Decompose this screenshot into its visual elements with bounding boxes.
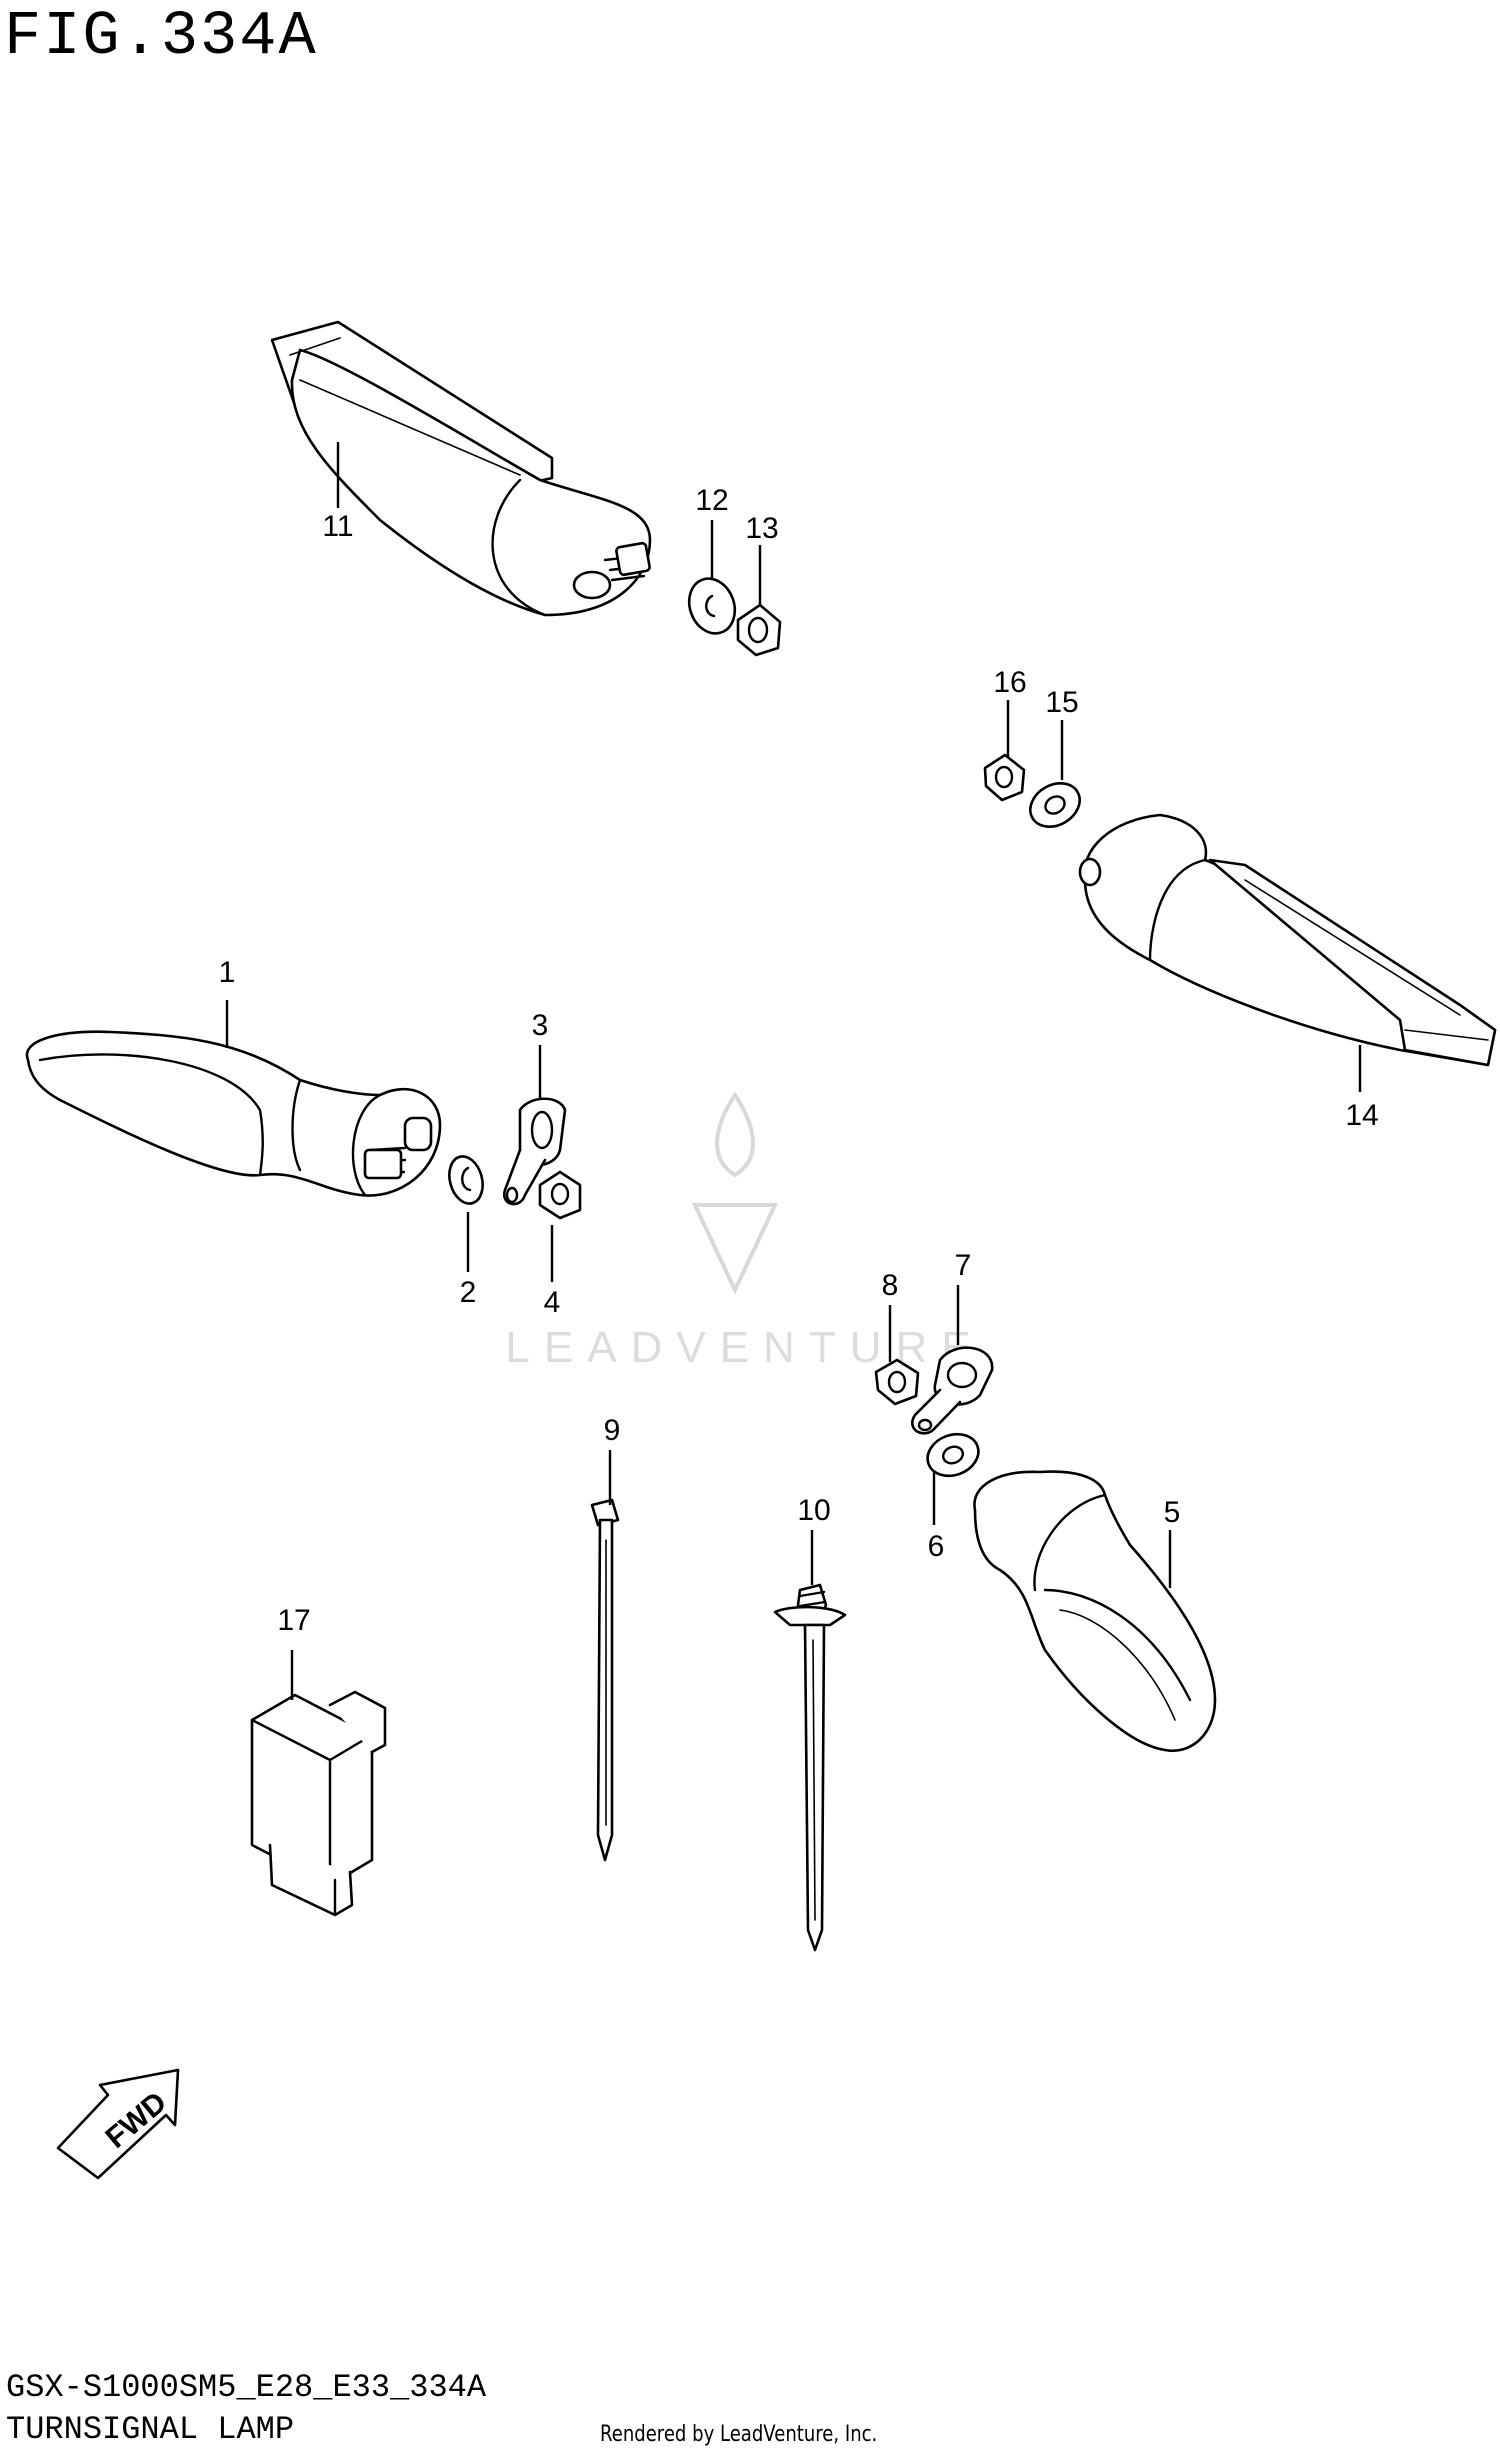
part-17-turnsignal-relay[interactable] — [250, 1690, 387, 1917]
callout-8: 8 — [882, 1269, 899, 1302]
callout-2: 2 — [460, 1276, 477, 1309]
part-8-nut[interactable] — [874, 1358, 920, 1406]
figure-title: FIG.334A — [4, 1, 318, 72]
callout-1: 1 — [219, 956, 236, 989]
part-12-washer[interactable] — [682, 572, 742, 640]
callout-5: 5 — [1164, 1496, 1181, 1529]
section-name: TURNSIGNAL LAMP — [6, 2411, 295, 2448]
leader-lines — [225, 442, 1362, 1700]
part-5-turnsignal-front-right[interactable] — [973, 1470, 1217, 1753]
part-2-washer[interactable] — [444, 1153, 487, 1208]
callout-16: 16 — [993, 666, 1026, 699]
part-15-washer[interactable] — [1022, 775, 1087, 836]
callout-7: 7 — [955, 1249, 972, 1282]
part-16-nut[interactable] — [983, 753, 1026, 802]
callout-14: 14 — [1345, 1099, 1378, 1132]
callout-10: 10 — [797, 1494, 830, 1527]
callout-11: 11 — [322, 510, 353, 543]
part-10-clip-tie[interactable] — [773, 1583, 847, 1952]
callout-4: 4 — [544, 1286, 561, 1319]
callout-3: 3 — [532, 1009, 549, 1042]
callout-12: 12 — [695, 484, 728, 517]
model-code: GSX-S1000SM5_E28_E33_334A — [6, 2369, 487, 2406]
callout-15: 15 — [1045, 686, 1078, 719]
leadventure-watermark: LEADVENTURE — [505, 1091, 984, 1372]
part-13-nut[interactable] — [736, 603, 782, 657]
part-6-washer[interactable] — [922, 1427, 985, 1482]
rendered-by-credit: Rendered by LeadVenture, Inc. — [600, 2422, 878, 2447]
callout-numbers: 1 2 3 4 5 6 7 8 9 10 11 12 13 14 15 16 1… — [219, 484, 1379, 1637]
part-1-turnsignal-front-left[interactable] — [25, 1030, 442, 1197]
callout-13: 13 — [745, 512, 778, 545]
callout-17: 17 — [277, 1604, 310, 1637]
part-11-turnsignal-rear-left[interactable] — [270, 320, 652, 617]
callout-6: 6 — [928, 1530, 945, 1563]
part-4-nut[interactable] — [538, 1170, 582, 1220]
part-14-turnsignal-rear-right[interactable] — [1078, 813, 1497, 1067]
callout-9: 9 — [604, 1414, 621, 1447]
watermark-text: LEADVENTURE — [505, 1323, 984, 1372]
part-7-bracket[interactable] — [911, 1346, 994, 1435]
forward-direction-arrow: FWD — [56, 2068, 180, 2180]
part-9-cable-tie[interactable] — [590, 1498, 620, 1862]
part-3-bracket[interactable] — [502, 1097, 567, 1206]
